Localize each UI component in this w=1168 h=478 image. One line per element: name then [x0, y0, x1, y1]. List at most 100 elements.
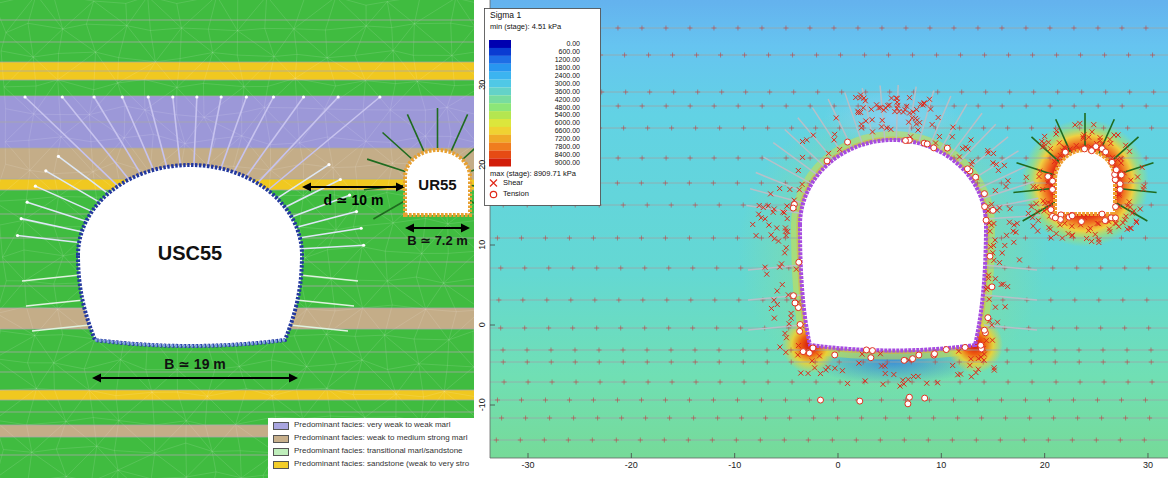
- shear-marker: [1049, 235, 1054, 240]
- shear-marker: [968, 138, 973, 143]
- shear-marker: [774, 226, 779, 231]
- shear-marker: [907, 95, 912, 100]
- shear-marker: [1048, 146, 1053, 151]
- rock-bolt: [965, 137, 1008, 172]
- shear-marker: [869, 107, 874, 112]
- rock-bolt: [25, 97, 118, 186]
- rock-bolt: [173, 97, 180, 165]
- shear-marker: [784, 245, 789, 250]
- bolt-head: [20, 217, 23, 220]
- shear-marker: [1046, 200, 1051, 205]
- rock-bolt: [750, 189, 803, 203]
- shear-marker: [989, 323, 994, 328]
- tension-marker: [1049, 186, 1055, 192]
- rock-bolt: [1110, 137, 1139, 163]
- shear-marker: [761, 205, 766, 210]
- shear-marker: [1034, 201, 1039, 206]
- shear-marker: [784, 233, 789, 238]
- tension-marker: [797, 321, 803, 327]
- shear-marker: [1005, 284, 1010, 289]
- tunnel-lining: [405, 150, 470, 215]
- arrow-head: [461, 224, 470, 233]
- rock-bolt: [1031, 137, 1060, 163]
- rock-bolt: [58, 156, 108, 193]
- rock-bolt: [234, 97, 274, 172]
- rock-bolt: [949, 113, 982, 157]
- shear-marker: [832, 132, 837, 137]
- shear-marker: [1096, 240, 1101, 245]
- tension-marker: [824, 158, 830, 164]
- tension-marker: [981, 327, 987, 333]
- shear-marker: [936, 115, 941, 120]
- shear-marker: [853, 95, 858, 100]
- tension-marker: [1045, 173, 1051, 179]
- fe-mesh-lines: [0, 0, 474, 478]
- shear-marker: [856, 361, 861, 366]
- shear-marker: [1026, 211, 1031, 216]
- shear-marker: [769, 306, 774, 311]
- colorbar-step: [489, 151, 511, 159]
- tension-marker: [1048, 207, 1054, 213]
- shear-marker: [784, 335, 789, 340]
- shear-marker: [806, 371, 811, 376]
- joint-element-marks: [501, 360, 1154, 365]
- colorbar-value: 1800.00: [555, 64, 580, 71]
- tension-marker: [962, 344, 968, 350]
- colorbar-value: 4200.00: [555, 96, 580, 103]
- shear-marker: [772, 207, 777, 212]
- rock-bolt: [812, 108, 842, 154]
- shear-marker: [1057, 222, 1062, 227]
- colorbar-value: 0.00: [566, 40, 580, 47]
- shear-marker: [1011, 240, 1016, 245]
- shear-marker: [913, 116, 918, 121]
- shear-marker: [1037, 169, 1042, 174]
- shear-marker: [951, 125, 956, 130]
- shear-marker: [889, 96, 894, 101]
- fe-mesh: [0, 0, 474, 478]
- rock-bolt: [880, 86, 885, 141]
- contour-zone: [738, 100, 1048, 400]
- stress-halo: [800, 140, 986, 351]
- shear-marker: [1081, 134, 1086, 139]
- arrow-head: [302, 183, 311, 192]
- yield-markers: [750, 93, 1146, 407]
- rock-bolt: [257, 97, 338, 183]
- shear-marker: [891, 372, 896, 377]
- shear-marker: [1002, 243, 1007, 248]
- rock-bolt: [32, 325, 90, 331]
- shear-marker: [895, 96, 900, 101]
- shear-marker: [996, 168, 1001, 173]
- rock-bolt: [246, 97, 304, 177]
- shear-marker: [840, 368, 845, 373]
- shear-marker: [1002, 163, 1007, 168]
- tension-marker: [922, 395, 928, 401]
- shear-marker: [993, 305, 998, 310]
- shear-marker: [775, 302, 780, 307]
- tunnel-name: USC55: [158, 243, 222, 264]
- rock-bolt: [300, 275, 358, 281]
- shear-marker: [1029, 204, 1034, 209]
- bolt-head: [378, 95, 381, 98]
- tension-marker: [857, 398, 863, 404]
- colorbar-value: 8400.00: [555, 151, 580, 158]
- legend-swatch: [273, 422, 289, 430]
- legend-text: Predominant facies: transitional marl/sa…: [294, 447, 463, 455]
- tension-marker: [845, 139, 851, 145]
- shear-marker: [784, 204, 789, 209]
- colorbar-step: [489, 72, 511, 80]
- tension-marker: [1117, 181, 1123, 187]
- tension-marker: [902, 138, 908, 144]
- rock-bolt: [277, 165, 329, 199]
- shear-marker: [1041, 198, 1046, 203]
- shear-marker: [922, 101, 927, 106]
- shear-marker: [782, 331, 787, 336]
- shear-marker: [950, 134, 955, 139]
- bolt-head: [245, 95, 248, 98]
- shear-marker: [861, 105, 866, 110]
- shear-marker: [1091, 122, 1096, 127]
- tension-marker: [901, 357, 907, 363]
- colorbar-value: 7800.00: [555, 143, 580, 150]
- shear-marker: [992, 368, 997, 373]
- bedding-joint: [0, 42, 474, 43]
- shear-marker: [768, 191, 773, 196]
